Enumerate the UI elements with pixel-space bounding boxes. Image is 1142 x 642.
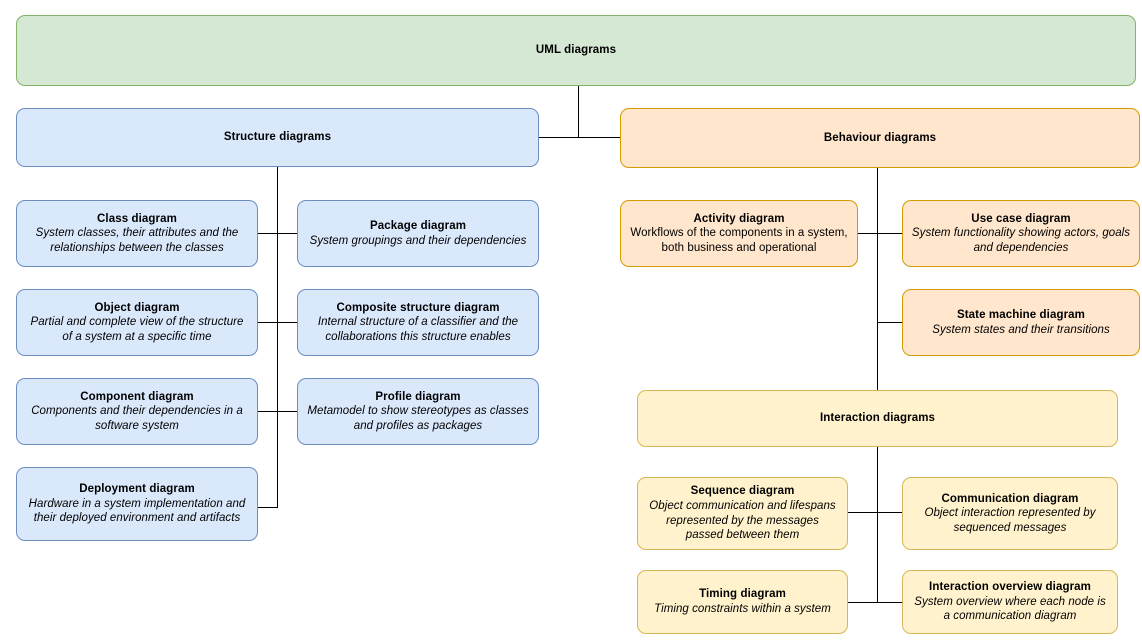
node-structure-diagrams[interactable]: Structure diagrams — [16, 108, 539, 167]
node-description: System functionality showing actors, goa… — [911, 227, 1131, 254]
connector-structure-row2 — [258, 322, 297, 323]
connector-behaviour-row1 — [858, 233, 902, 234]
node-title: Component diagram — [80, 390, 194, 403]
connector-interaction-row2 — [847, 602, 903, 603]
node-title: Profile diagram — [375, 390, 461, 403]
node-title: Object diagram — [94, 301, 180, 314]
node-description: Metamodel to show stereotypes as classes… — [307, 405, 529, 432]
node-activity-diagram[interactable]: Activity diagram Workflows of the compon… — [620, 200, 858, 267]
node-title: Use case diagram — [971, 212, 1071, 225]
node-description: Timing constraints within a system — [654, 603, 831, 615]
connector-structure-row3 — [258, 411, 297, 412]
node-title: Timing diagram — [699, 588, 786, 601]
node-title: Class diagram — [97, 212, 177, 225]
node-communication-diagram[interactable]: Communication diagram Object interaction… — [902, 477, 1118, 550]
node-behaviour-diagrams[interactable]: Behaviour diagrams — [620, 108, 1140, 168]
node-title: UML diagrams — [535, 44, 617, 57]
connector-interaction-row1 — [847, 512, 903, 513]
node-description: Partial and complete view of the structu… — [30, 316, 244, 343]
node-title: Communication diagram — [941, 492, 1079, 505]
node-title: Deployment diagram — [79, 483, 195, 496]
node-description: Object communication and lifespans repre… — [649, 499, 836, 542]
node-profile-diagram[interactable]: Profile diagram Metamodel to show stereo… — [297, 378, 539, 445]
node-description: Object interaction represented by sequen… — [924, 507, 1096, 534]
connector-interaction-trunk — [877, 447, 878, 603]
node-description: Internal structure of a classifier and t… — [317, 316, 519, 343]
node-class-diagram[interactable]: Class diagram System classes, their attr… — [16, 200, 258, 267]
node-description: System overview where each node is a com… — [914, 595, 1106, 623]
connector-structure-trunk — [277, 167, 278, 508]
node-description: Components and their dependencies in a s… — [31, 405, 243, 432]
node-use-case-diagram[interactable]: Use case diagram System functionality sh… — [902, 200, 1140, 267]
node-title: Package diagram — [369, 219, 467, 232]
node-interaction-overview-diagram[interactable]: Interaction overview diagram System over… — [902, 570, 1118, 634]
node-timing-diagram[interactable]: Timing diagram Timing constraints within… — [637, 570, 848, 634]
node-component-diagram[interactable]: Component diagram Components and their d… — [16, 378, 258, 445]
connector-structure-row1 — [258, 233, 297, 234]
connector-structure-row4 — [258, 507, 278, 508]
node-object-diagram[interactable]: Object diagram Partial and complete view… — [16, 289, 258, 356]
node-title: Interaction diagrams — [819, 412, 936, 425]
node-title: Sequence diagram — [690, 485, 795, 498]
node-package-diagram[interactable]: Package diagram System groupings and the… — [297, 200, 539, 267]
node-title: Interaction overview diagram — [929, 581, 1091, 594]
node-description: Workflows of the components in a system,… — [630, 227, 848, 254]
node-description: System states and their transitions — [932, 323, 1110, 336]
connector-behaviour-trunk — [877, 168, 878, 390]
connector-root-bar — [539, 137, 620, 138]
node-title: Composite structure diagram — [336, 301, 500, 314]
node-title: State machine diagram — [956, 308, 1085, 321]
node-title: Structure diagrams — [223, 131, 332, 144]
node-description: Hardware in a system implementation and … — [28, 497, 246, 525]
node-sequence-diagram[interactable]: Sequence diagram Object communication an… — [637, 477, 848, 550]
node-description: System classes, their attributes and the… — [35, 227, 239, 254]
node-deployment-diagram[interactable]: Deployment diagram Hardware in a system … — [16, 467, 258, 541]
node-interaction-diagrams[interactable]: Interaction diagrams — [637, 390, 1118, 447]
connector-root-trunk — [578, 86, 579, 138]
node-state-machine-diagram[interactable]: State machine diagram System states and … — [902, 289, 1140, 356]
node-title: Behaviour diagrams — [823, 131, 937, 144]
node-description: System groupings and their dependencies — [309, 234, 527, 247]
connector-behaviour-row2 — [877, 322, 902, 323]
node-uml-diagrams[interactable]: UML diagrams — [16, 15, 1136, 86]
node-composite-structure-diagram[interactable]: Composite structure diagram Internal str… — [297, 289, 539, 356]
node-title: Activity diagram — [693, 212, 785, 225]
